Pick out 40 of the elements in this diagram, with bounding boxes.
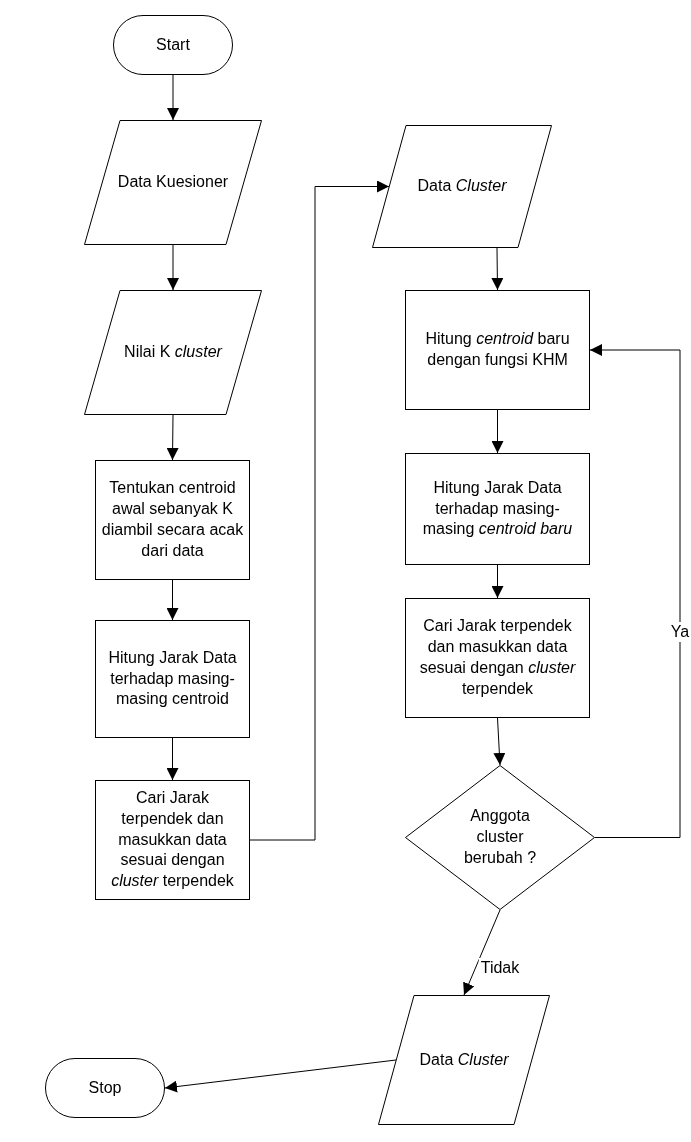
data-parallelogram (378, 995, 550, 1125)
arrow (166, 737, 179, 781)
edge-label: Ya (668, 622, 691, 642)
node-text: Data Kuesioner (116, 172, 230, 193)
node-text: Hitung Jarak Data terhadap masing-masing centroid (107, 647, 238, 710)
process-box (95, 780, 250, 900)
arrow (491, 247, 504, 291)
terminal-shape (45, 1058, 165, 1118)
arrow (166, 579, 179, 621)
arrow (493, 717, 506, 766)
process-box (405, 598, 590, 718)
node-text: Nilai K cluster (123, 342, 224, 363)
arrow (164, 1059, 397, 1093)
arrow (166, 414, 179, 461)
data-parallelogram (84, 120, 262, 245)
node-text: Hitung centroid baru dengan fungsi KHM (424, 329, 571, 370)
node-text: Stop (87, 1077, 123, 1098)
node-text: Tentukan centroid awal sebanyak K diambil secara acak dari data (100, 478, 245, 561)
data-parallelogram (372, 125, 552, 248)
decision-diamond (405, 765, 595, 910)
node-text: Anggota cluster berubah ? (462, 806, 538, 868)
arrow (491, 564, 504, 599)
process-box (95, 460, 250, 580)
data-parallelogram (84, 290, 262, 415)
arrow (167, 74, 179, 121)
process-box (405, 290, 590, 410)
node-text: Cari Jarak terpendek dan masukkan data sesuai dengan cluster terpendek (110, 788, 235, 892)
terminal-shape (113, 15, 233, 75)
process-box (405, 453, 590, 565)
node-text: Start (155, 34, 191, 55)
node-text: Data Cluster (416, 176, 508, 197)
arrow (589, 344, 681, 838)
node-text: Hitung Jarak Data terhadap masing-masing centroid baru (421, 477, 574, 540)
arrow (491, 409, 504, 454)
arrow (249, 180, 390, 841)
node-text: Cari Jarak terpendek dan masukkan data sesuai dengan cluster terpendek (418, 616, 577, 699)
node-text: Data Cluster (418, 1049, 510, 1070)
arrow (167, 244, 179, 291)
arrow (463, 909, 501, 996)
process-box (95, 620, 250, 738)
